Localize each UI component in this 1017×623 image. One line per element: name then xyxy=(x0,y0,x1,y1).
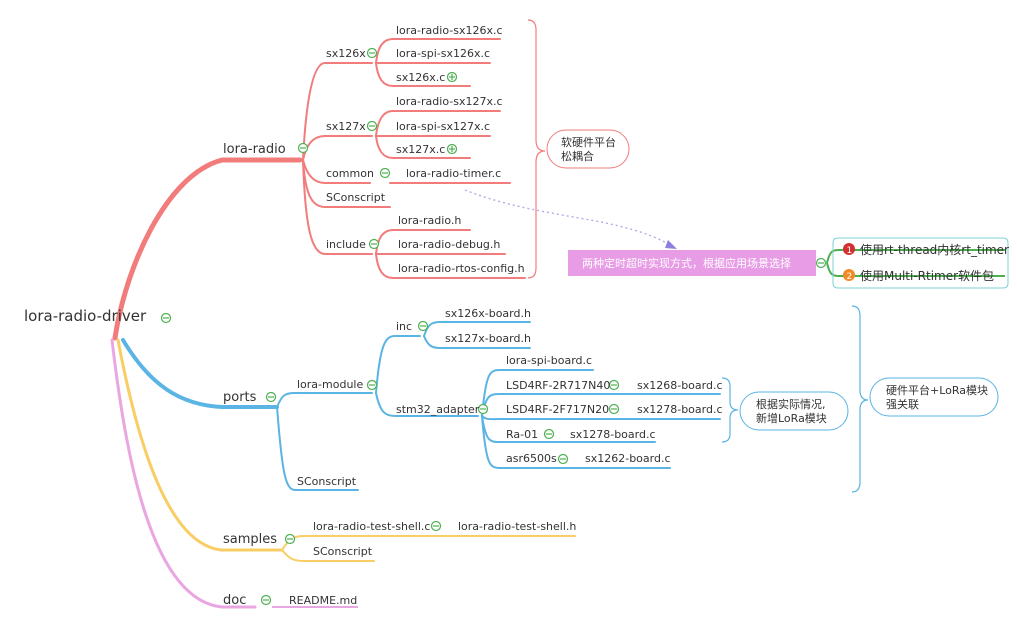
collapse-samples-icon[interactable] xyxy=(284,533,296,545)
sconscript-radio[interactable]: SConscript xyxy=(326,191,386,204)
edge-lora-module xyxy=(276,392,373,408)
include-file-1[interactable]: lora-radio.h xyxy=(398,214,461,227)
note-new-modules[interactable] xyxy=(739,391,849,431)
brace-modules xyxy=(721,377,739,443)
note-loose-coupling-line1: 软硬件平台 xyxy=(561,135,616,149)
edge-include xyxy=(302,159,373,255)
collapse-ports-icon[interactable] xyxy=(265,391,277,403)
sconscript-ports[interactable]: SConscript xyxy=(297,475,357,488)
module-3-file[interactable]: sx1278-board.c xyxy=(570,428,656,441)
edge-sx127x xyxy=(302,135,373,161)
expand-sx127x-c-icon[interactable] xyxy=(446,143,458,155)
note-hw-coupling-line1: 硬件平台+LoRa模块 xyxy=(886,383,988,397)
include-file-2[interactable]: lora-radio-debug.h xyxy=(398,238,500,251)
doc-label[interactable]: doc xyxy=(223,593,246,608)
option-badge-1 xyxy=(843,243,855,255)
include-file-3[interactable]: lora-radio-rtos-config.h xyxy=(398,262,525,275)
samples-label[interactable]: samples xyxy=(223,532,277,547)
note-loose-coupling-line2: 松耦合 xyxy=(561,149,594,163)
lora-radio-label[interactable]: lora-radio xyxy=(223,142,286,157)
sx126x-label[interactable]: sx126x xyxy=(326,47,366,60)
collapse-shell-c-icon[interactable] xyxy=(430,520,442,532)
common-label[interactable]: common xyxy=(326,167,374,180)
branch-doc xyxy=(110,338,257,609)
branch-lora-radio xyxy=(112,157,303,341)
timer-note-text: 两种定时超时实现方式，根据应用场景选择 xyxy=(582,256,791,270)
brace-lora-radio xyxy=(527,19,546,279)
note-new-modules-line2: 新增LoRa模块 xyxy=(756,411,827,425)
note-hw-coupling-line2: 强关联 xyxy=(886,397,919,411)
branch-ports xyxy=(121,338,279,409)
sx127x-label[interactable]: sx127x xyxy=(326,120,366,133)
sx126x-file-1[interactable]: lora-radio-sx126x.c xyxy=(396,24,503,37)
timer-option-2[interactable]: 使用Multi-Rtimer软件包 xyxy=(860,268,994,283)
collapse-module4-icon[interactable] xyxy=(557,453,569,465)
module-1-name[interactable]: LSD4RF-2R717N40 xyxy=(506,379,610,392)
collapse-sx127x-icon[interactable] xyxy=(366,120,378,132)
expand-sx126x-c-icon[interactable] xyxy=(446,71,458,83)
lora-module-label[interactable]: lora-module xyxy=(297,378,363,391)
collapse-module3-icon[interactable] xyxy=(543,428,555,440)
sx127x-file-1[interactable]: lora-radio-sx127x.c xyxy=(396,95,503,108)
module-3-name[interactable]: Ra-01 xyxy=(506,428,538,441)
collapse-stm32-icon[interactable] xyxy=(477,403,489,415)
sconscript-samples[interactable]: SConscript xyxy=(313,545,373,558)
collapse-module2-icon[interactable] xyxy=(608,403,620,415)
module-1-file[interactable]: sx1268-board.c xyxy=(637,379,723,392)
timer-connector xyxy=(464,189,673,247)
note-loose-coupling[interactable] xyxy=(546,129,630,169)
edge-stm32 xyxy=(375,392,479,417)
edge-inc xyxy=(375,335,421,394)
edge-sx126x xyxy=(302,62,373,161)
module-4-file[interactable]: sx1262-board.c xyxy=(585,452,671,465)
collapse-module1-icon[interactable] xyxy=(608,379,620,391)
inc-label[interactable]: inc xyxy=(396,320,412,333)
inc-file-1[interactable]: sx126x-board.h xyxy=(445,307,531,320)
timer-option-1[interactable]: 使用rt-thread内核rt_timer xyxy=(860,242,1009,257)
collapse-lora-module-icon[interactable] xyxy=(366,379,378,391)
shell-c-file[interactable]: lora-radio-test-shell.c xyxy=(313,520,430,533)
module-2-file[interactable]: sx1278-board.c xyxy=(637,403,723,416)
sx126x-file-2[interactable]: lora-spi-sx126x.c xyxy=(396,47,490,60)
option-badge-2-num: 2 xyxy=(847,272,853,282)
collapse-sx126x-icon[interactable] xyxy=(366,47,378,59)
module-4-name[interactable]: asr6500s xyxy=(506,452,557,465)
collapse-include-icon[interactable] xyxy=(368,238,380,250)
collapse-timer-note-icon[interactable] xyxy=(815,257,827,269)
sx127x-file-2[interactable]: lora-spi-sx127x.c xyxy=(396,120,490,133)
spi-board-file[interactable]: lora-spi-board.c xyxy=(506,354,592,367)
collapse-lora-radio-icon[interactable] xyxy=(297,142,309,154)
brace-hw xyxy=(851,305,869,493)
common-file[interactable]: lora-radio-timer.c xyxy=(406,167,501,180)
note-hw-coupling[interactable] xyxy=(869,377,999,417)
options-bracket xyxy=(832,237,1009,289)
sx126x-file-3[interactable]: sx126x.c xyxy=(396,71,445,84)
collapse-doc-icon[interactable] xyxy=(260,594,272,606)
ports-label[interactable]: ports xyxy=(223,390,257,405)
readme-file[interactable]: README.md xyxy=(289,594,357,607)
root-label[interactable]: lora-radio-driver xyxy=(24,307,147,325)
edge-sconscript-ports xyxy=(276,406,359,491)
timer-connector-arrow xyxy=(665,240,677,249)
option-badge-1-num: 1 xyxy=(847,246,853,256)
collapse-inc-icon[interactable] xyxy=(417,320,429,332)
sx127x-file-3[interactable]: sx127x.c xyxy=(396,143,445,156)
collapse-markers xyxy=(160,47,827,606)
include-label[interactable]: include xyxy=(326,238,366,251)
stm32-adapter-label[interactable]: stm32_adapter xyxy=(396,403,480,416)
option-badge-2 xyxy=(843,269,855,281)
shell-h-file[interactable]: lora-radio-test-shell.h xyxy=(458,520,576,533)
collapse-common-icon[interactable] xyxy=(379,167,391,179)
timer-note-box[interactable] xyxy=(568,250,816,276)
branch-samples xyxy=(116,338,284,552)
module-2-name[interactable]: LSD4RF-2F717N20 xyxy=(506,403,609,416)
collapse-root-icon[interactable] xyxy=(160,312,172,324)
note-new-modules-line1: 根据实际情况, xyxy=(756,397,826,411)
inc-file-2[interactable]: sx127x-board.h xyxy=(445,332,531,345)
